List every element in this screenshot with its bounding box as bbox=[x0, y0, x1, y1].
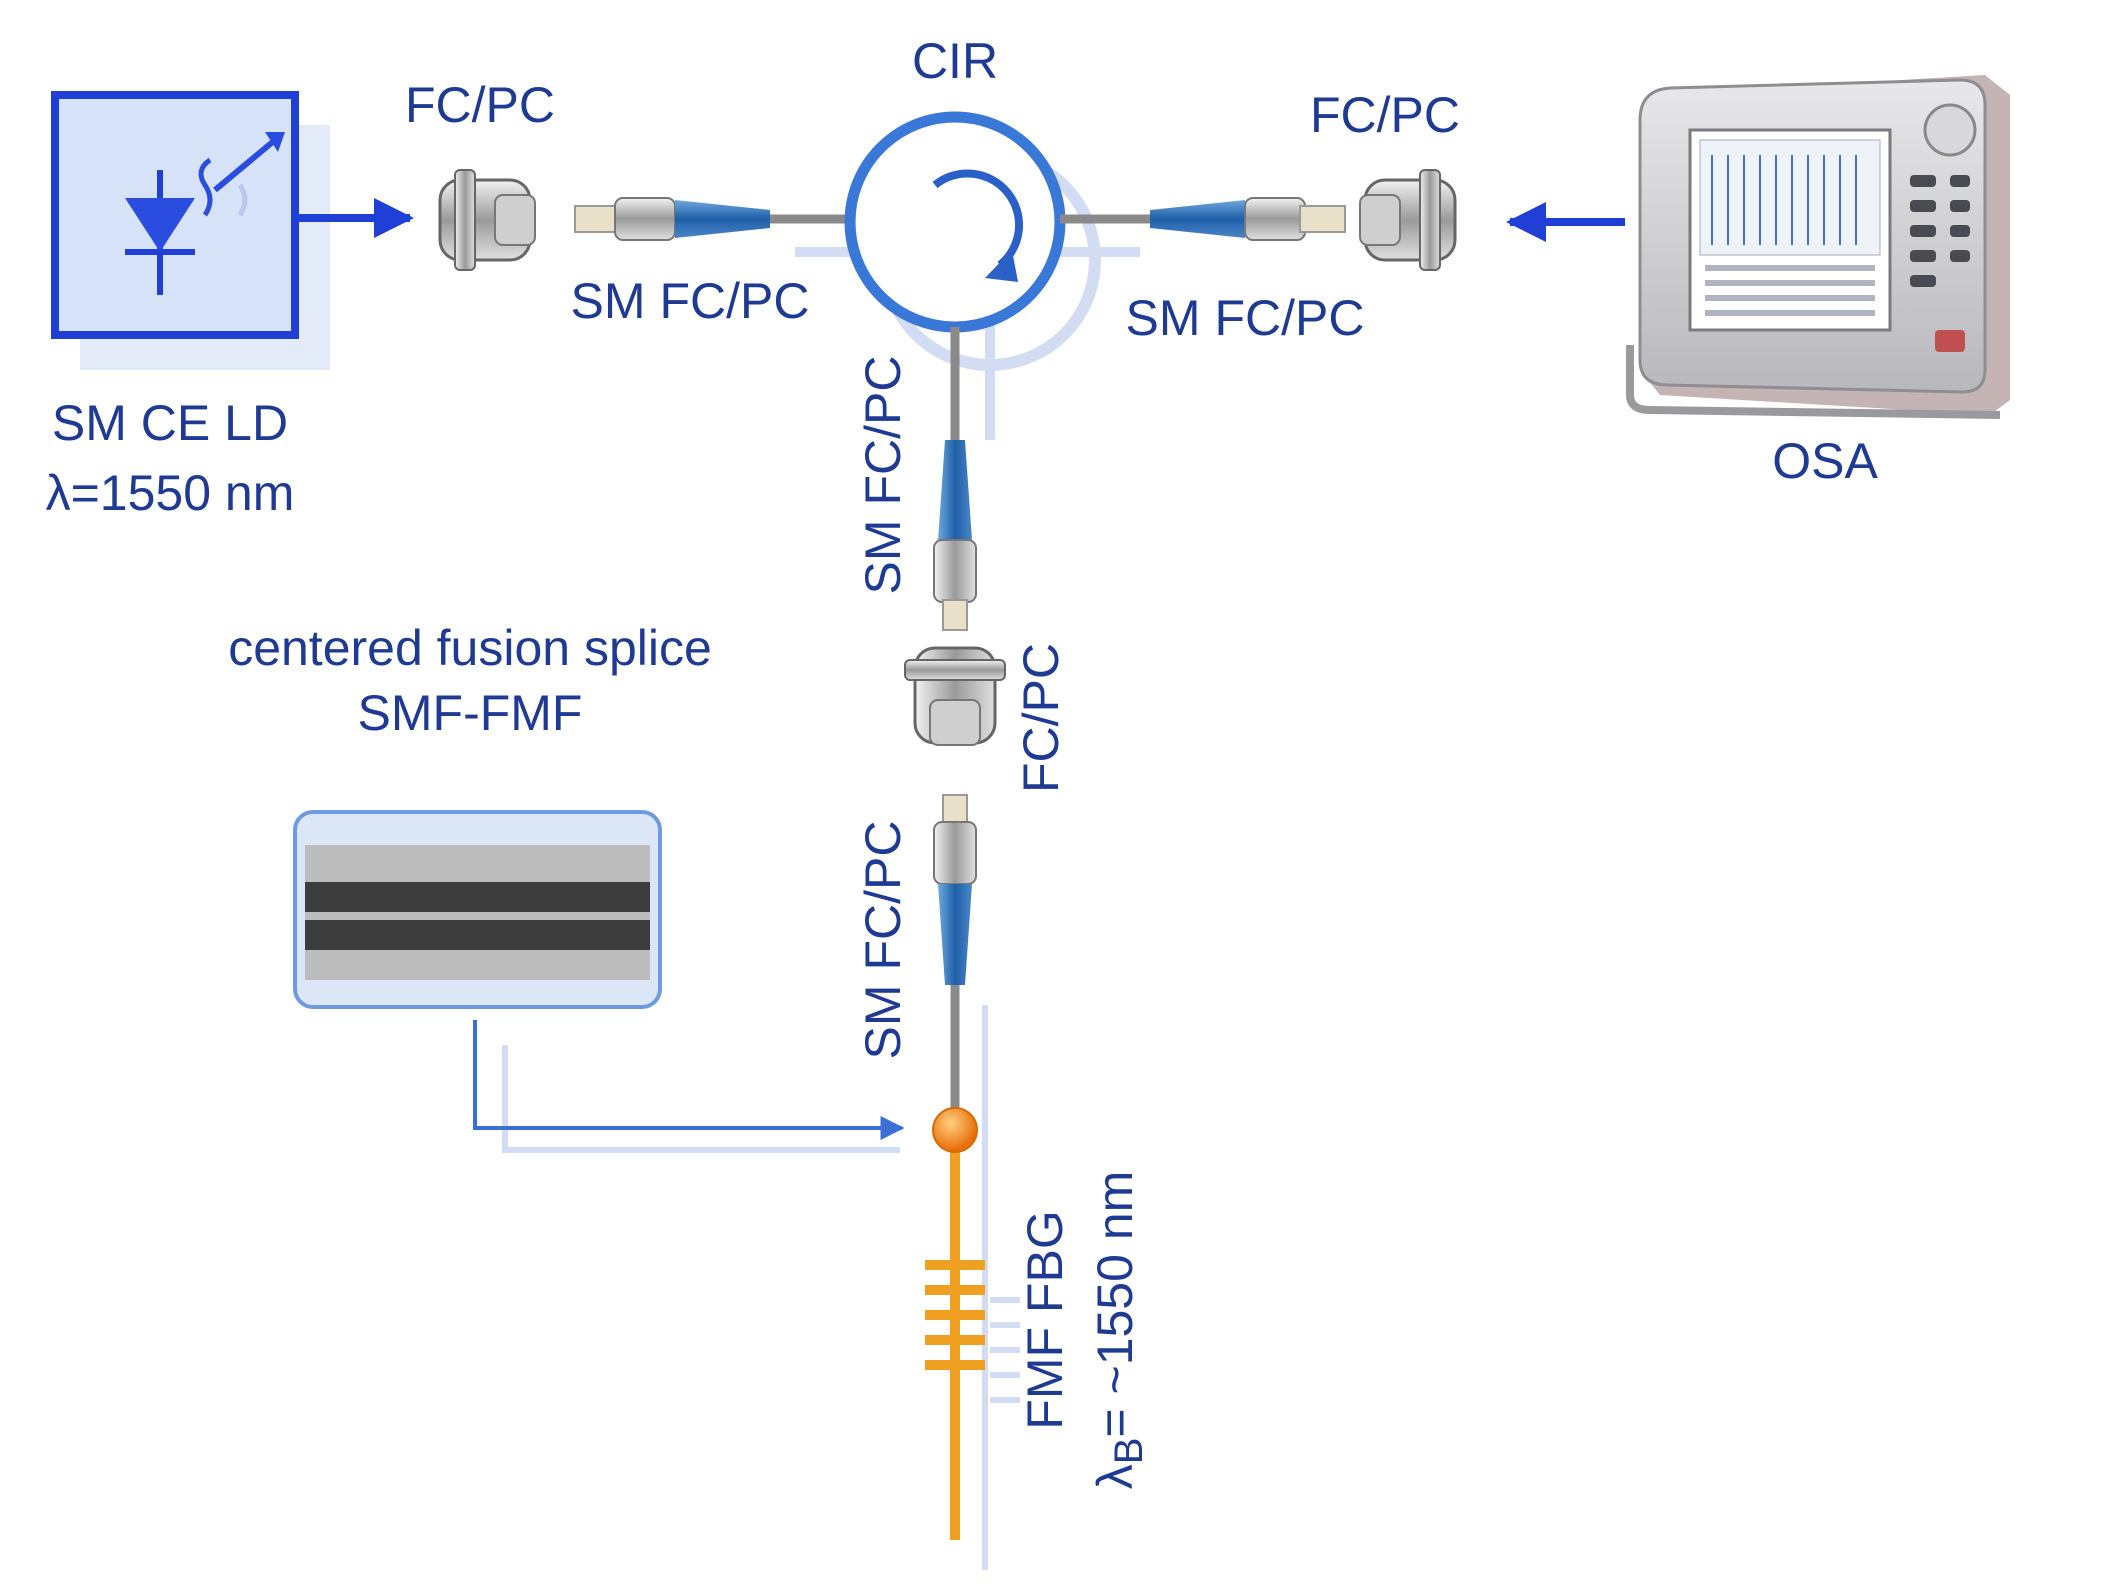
sm-fcpc-right-label: SM FC/PC bbox=[1126, 290, 1365, 346]
fbg-lambda-symbol: λ bbox=[1087, 1464, 1143, 1489]
circulator-icon bbox=[844, 111, 1066, 333]
fmf-fbg: FMF FBG λB= ~1550 nm bbox=[925, 1005, 1151, 1570]
laser-source: SM CE LD λ=1550 nm bbox=[46, 91, 414, 521]
sm-fcpc-left-label: SM FC/PC bbox=[571, 273, 810, 329]
osa-screen-table bbox=[1705, 265, 1875, 316]
osa-knob bbox=[1923, 103, 1977, 157]
circulator: CIR bbox=[795, 33, 1150, 440]
circulator-rotation-arrow bbox=[932, 169, 1024, 269]
fusion-splice-inset: centered fusion splice SMF-FMF bbox=[228, 620, 905, 1153]
sm-fcpc-connector-vertical-top bbox=[933, 440, 977, 631]
osa-handle bbox=[1626, 345, 2001, 419]
laser-label-line2: λ=1550 nm bbox=[46, 465, 295, 521]
left-fiber-link: FC/PC SM FC/PC bbox=[405, 77, 850, 329]
splice-pointer-arrow bbox=[473, 1020, 905, 1140]
splice-point bbox=[932, 1107, 978, 1153]
circulator-label: CIR bbox=[912, 33, 998, 89]
osa-label: OSA bbox=[1772, 433, 1878, 489]
osa-spectrum-trace bbox=[1711, 155, 1857, 245]
fbg-lambda-subscript: B bbox=[1107, 1438, 1151, 1465]
sm-fcpc-connector-right bbox=[1150, 197, 1346, 241]
fbg-grating-icon bbox=[925, 1260, 985, 1370]
laser-label-line1: SM CE LD bbox=[52, 395, 288, 451]
sm-fcpc-connector-vertical-bottom bbox=[933, 794, 977, 1120]
fbg-label-line2: λB= ~1550 nm bbox=[1087, 1171, 1151, 1490]
fcpc-adapter-right bbox=[1359, 169, 1457, 271]
right-fiber-link: SM FC/PC FC/PC bbox=[1126, 87, 1625, 346]
fcpc-adapter-left bbox=[438, 169, 536, 271]
sm-fcpc-connector-left bbox=[574, 197, 850, 241]
fbg-label-line1: FMF FBG bbox=[1017, 1210, 1073, 1429]
fcpc-adapter-vertical bbox=[904, 646, 1006, 746]
fcpc-vertical-label: FC/PC bbox=[1013, 643, 1069, 793]
fbg-lambda-value: = ~1550 nm bbox=[1087, 1171, 1143, 1438]
laser-diode-icon bbox=[125, 132, 285, 295]
fcpc-left-label: FC/PC bbox=[405, 77, 555, 133]
splice-label-line2: SMF-FMF bbox=[358, 685, 583, 741]
splice-label-line1: centered fusion splice bbox=[228, 620, 712, 676]
vertical-fiber-link: SM FC/PC FC/PC SM FC/PC bbox=[855, 356, 1069, 1120]
osa-buttons bbox=[1910, 175, 1970, 287]
sm-fcpc-vertical-bottom-label: SM FC/PC bbox=[855, 821, 911, 1060]
fcpc-right-label: FC/PC bbox=[1310, 87, 1460, 143]
optical-spectrum-analyzer-icon: OSA bbox=[1626, 75, 2010, 489]
sm-fcpc-vertical-top-label: SM FC/PC bbox=[855, 356, 911, 595]
splice-image bbox=[305, 845, 650, 980]
osa-power-button bbox=[1935, 330, 1965, 352]
